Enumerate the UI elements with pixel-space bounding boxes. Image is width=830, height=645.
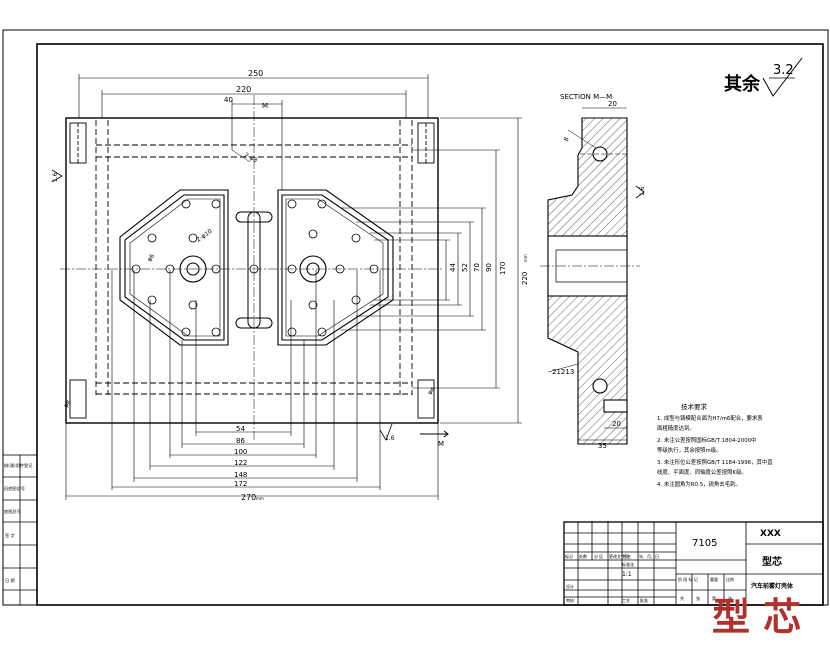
note-line-0: 1. 成型与铸模配合面为H7/m6配合，要求表 [657,414,763,422]
right-cavity [277,189,394,346]
left-registration-strip [2,454,38,606]
sig-label-4: 批准 [640,597,648,603]
callout-phi6-a: φ6 [146,253,156,264]
cut-marker-bottom: M [438,440,444,448]
roughness-value: 3.2 [773,63,794,78]
sheet-label-2: 第 [712,595,716,601]
roughness-marks [51,169,645,441]
dim-220-unit: mm [523,254,528,262]
plate-outline [65,117,439,424]
section-dim-35: 35 [598,442,607,450]
surface-roughness-symbol: 其余 3.2 [724,57,803,97]
callout-phi6-b: φ6 [62,399,73,410]
dim-86: 86 [236,437,245,445]
row-label-3: 更改文件号 [609,553,629,559]
technical-notes: 技术要求 1. 成型与铸模配合面为H7/m6配合，要求表 面粗糙度达到。 2. … [657,402,773,488]
stage-label-2: 比例 [726,576,734,582]
row-label-1: 处数 [579,553,587,559]
section-dim-20-top: 20 [608,100,617,108]
right-dimension-labels: 44 52 70 90 170 220 mm [449,254,529,285]
dim-270-unit: mm [256,496,264,501]
dim-52: 52 [461,263,469,272]
outer-border [2,29,829,606]
section-title: SECTION M—M [560,93,612,101]
row-label-0: 标记 [565,553,573,559]
left-strip-0: 借(通)用件登记 [4,462,33,469]
left-strip-1: 旧底图总号 [4,485,25,492]
dim-270: 270 [241,493,256,502]
roughness-1-6-left: 1.6 [52,172,59,182]
roughness-1-6-section: 1.6 [639,186,646,196]
small-holes [131,199,379,337]
sig-label-0: 设计 [566,583,574,589]
roughness-prefix: 其余 [724,73,761,95]
row-label-5: 年、月、日 [639,553,659,559]
title-block [563,521,824,606]
roughness-1-6-bottom: 1.6 [385,435,395,442]
company-cell: XXX [760,529,781,539]
dim-122: 122 [234,459,247,467]
hole-callouts: 2-φ8 φ6 2-φ10 φ6 φ6 [62,149,437,410]
inner-border [36,43,824,606]
callout-phi6-c: φ6 [426,386,437,397]
callout-2-phi8: 2-φ8 [243,152,259,165]
dim-220-right: 220 [521,272,529,285]
center-lines [60,95,444,440]
dim-148: 148 [234,471,247,479]
note-line-1: 面粗糙度达到。 [657,424,695,432]
watermark-stamp: 型 芯 [712,594,801,639]
notes-title: 技术要求 [681,402,708,411]
material-cell: 7105 [692,538,717,549]
dim-172: 172 [234,480,247,488]
callout-2-phi10: 2-φ10 [195,228,214,244]
section-view [540,107,640,445]
sheet-label-1: 张 [696,595,700,601]
row-label-4: 签名 [623,553,631,559]
stage-label-0: 阶 段 标 记 [678,576,698,582]
dim-90: 90 [485,263,493,272]
note-line-5: 线度、平面度、同轴度公差按照K级。 [657,468,747,476]
dim-170: 170 [499,262,507,275]
sheet-label-3: 张 [728,595,732,601]
row-label-2: 分 区 [594,553,603,559]
cut-marker-top: M [262,102,268,110]
left-strip-4: 日 期 [5,578,15,584]
corner-holes [69,122,435,419]
dim-44: 44 [449,263,457,272]
project-cell: 汽车前雾灯壳体 [751,582,794,590]
section-dim-8: 8 [563,136,571,143]
left-strip-2: 底图总号 [4,508,21,515]
dim-250: 250 [248,69,263,78]
sig-label-1: 标准化 [622,561,634,567]
section-dim-21213: 21213 [552,368,574,376]
part-name-cell: 型芯 [762,555,782,568]
note-line-6: 4. 未注圆角为R0.5，锐角去毛刺。 [657,480,741,488]
note-line-4: 3. 未注形位公差按照GB/T 1184-1996，其中直 [657,458,773,466]
dim-100: 100 [234,448,247,456]
sig-label-3: 工艺 [622,598,630,603]
right-dimensions [340,117,522,424]
sig-label-2: 审核 [566,597,574,603]
bottom-dimensions [65,270,439,500]
stage-label-1: 重量 [710,576,718,582]
sheet-label-0: 共 [680,595,684,601]
dim-70: 70 [473,263,481,272]
dim-220-top: 220 [236,85,251,94]
note-line-3: 等级执行，其余按照m级。 [657,446,722,454]
plan-view [60,95,444,440]
top-dimensions [78,74,429,190]
note-line-2: 2. 未注公差按照国标GB/T 1804-2000中 [657,436,756,444]
scale-cell: 1:1 [622,571,632,578]
dim-54: 54 [236,425,245,433]
section-dim-20-bottom: 20 [612,420,621,428]
left-strip-3: 签 字 [5,532,15,538]
dim-40: 40 [224,96,233,104]
section-cut-mark [420,430,449,438]
